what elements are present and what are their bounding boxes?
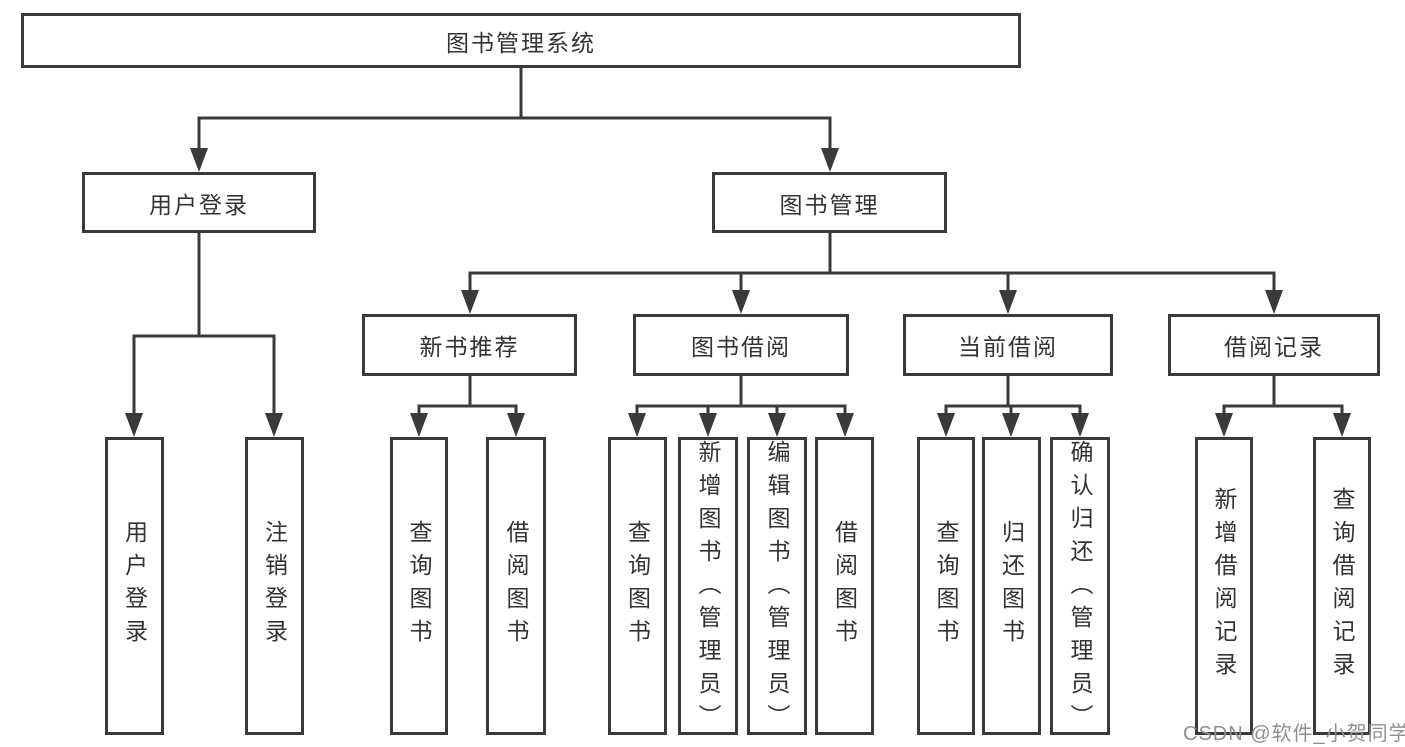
watermark: CSDN @软件_小贺同学 bbox=[1183, 723, 1405, 745]
node-user-login-label: 用户登录 bbox=[149, 191, 249, 218]
node-book-management: 图书管理 bbox=[712, 172, 947, 233]
leaf-add-borrow-record: 新增借阅记录 bbox=[1195, 437, 1253, 735]
arrow-down-icon bbox=[628, 413, 646, 437]
arrow-down-icon bbox=[1333, 413, 1351, 437]
leaf-edit-book-admin: 编辑图书（管理员） bbox=[747, 437, 807, 737]
leaf-borrow-books-label: 借阅图书 bbox=[831, 520, 858, 652]
arrow-down-icon bbox=[190, 148, 208, 172]
node-current-borrow: 当前借阅 bbox=[903, 314, 1113, 376]
arrow-down-icon bbox=[937, 413, 955, 437]
leaf-query-books-borrow: 查询图书 bbox=[608, 437, 667, 735]
leaf-confirm-return-admin-label: 确认归还（管理员） bbox=[1067, 440, 1093, 737]
arrow-down-icon bbox=[1265, 290, 1283, 314]
arrow-down-icons bbox=[125, 148, 1351, 437]
leaf-borrow-books: 借阅图书 bbox=[815, 437, 874, 735]
leaf-borrow-books-recommend-label: 借阅图书 bbox=[503, 520, 529, 652]
node-new-book-recommend: 新书推荐 bbox=[362, 314, 577, 376]
leaf-edit-book-admin-label: 编辑图书（管理员） bbox=[764, 440, 790, 737]
leaf-add-borrow-record-label: 新增借阅记录 bbox=[1211, 487, 1237, 685]
arrow-down-icon bbox=[732, 290, 750, 314]
leaf-user-login-label: 用户登录 bbox=[121, 520, 148, 652]
arrow-down-icon bbox=[999, 290, 1017, 314]
leaf-query-borrow-record: 查询借阅记录 bbox=[1313, 437, 1371, 735]
arrow-down-icon bbox=[768, 413, 786, 437]
leaf-query-books-recommend: 查询图书 bbox=[390, 437, 448, 735]
arrow-down-icon bbox=[461, 290, 479, 314]
arrow-down-icon bbox=[1215, 413, 1233, 437]
leaf-query-books-recommend-label: 查询图书 bbox=[406, 520, 432, 652]
leaf-query-books-borrow-label: 查询图书 bbox=[624, 520, 651, 652]
leaf-user-login: 用户登录 bbox=[105, 437, 164, 735]
leaf-query-borrow-record-label: 查询借阅记录 bbox=[1329, 487, 1355, 685]
node-book-management-label: 图书管理 bbox=[779, 191, 880, 218]
arrow-down-icon bbox=[265, 413, 283, 437]
leaf-return-book-label: 归还图书 bbox=[998, 520, 1025, 652]
node-book-borrow: 图书借阅 bbox=[633, 314, 849, 376]
arrow-down-icon bbox=[1071, 413, 1089, 437]
node-borrow-records: 借阅记录 bbox=[1168, 314, 1380, 376]
leaf-query-books-current: 查询图书 bbox=[917, 437, 975, 735]
arrow-down-icon bbox=[821, 148, 839, 172]
leaf-borrow-books-recommend: 借阅图书 bbox=[486, 437, 546, 735]
node-borrow-records-label: 借阅记录 bbox=[1224, 334, 1324, 360]
arrow-down-icon bbox=[1002, 413, 1020, 437]
node-root-system: 图书管理系统 bbox=[21, 13, 1021, 68]
node-current-borrow-label: 当前借阅 bbox=[958, 334, 1058, 360]
leaf-logout: 注销登录 bbox=[245, 437, 304, 735]
node-root-system-label: 图书管理系统 bbox=[446, 29, 596, 56]
arrow-down-icon bbox=[125, 413, 143, 437]
arrow-down-icon bbox=[410, 413, 428, 437]
arrow-down-icon bbox=[699, 413, 717, 437]
node-user-login: 用户登录 bbox=[82, 172, 316, 233]
node-new-book-recommend-label: 新书推荐 bbox=[419, 334, 520, 360]
leaf-return-book: 归还图书 bbox=[982, 437, 1041, 735]
leaf-add-book-admin-label: 新增图书（管理员） bbox=[695, 440, 721, 737]
arrow-down-icon bbox=[507, 413, 525, 437]
leaf-add-book-admin: 新增图书（管理员） bbox=[678, 437, 738, 737]
arrow-down-icon bbox=[836, 413, 854, 437]
leaf-confirm-return-admin: 确认归还（管理员） bbox=[1050, 437, 1110, 737]
leaf-logout-label: 注销登录 bbox=[261, 520, 288, 652]
node-book-borrow-label: 图书借阅 bbox=[691, 334, 791, 360]
leaf-query-books-current-label: 查询图书 bbox=[933, 520, 959, 652]
